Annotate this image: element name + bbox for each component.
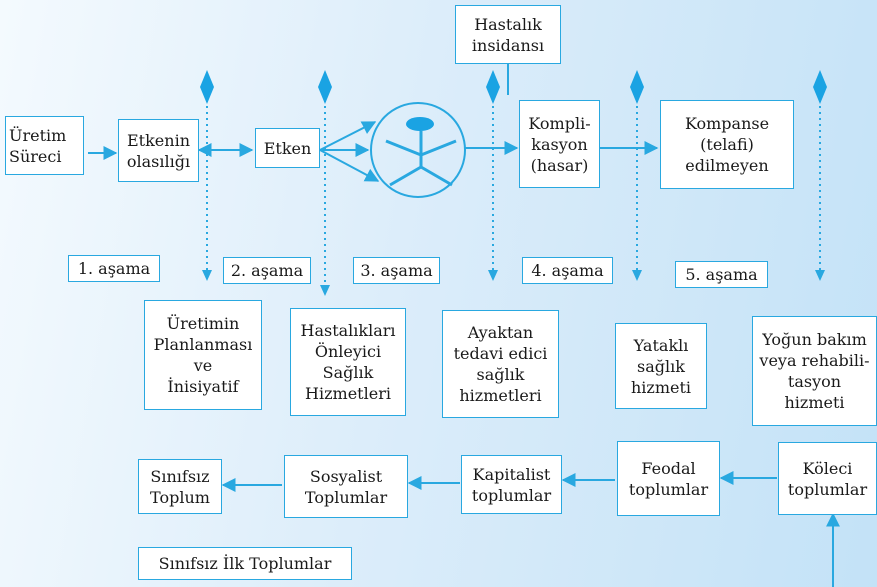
- society-box-feodal: Feodal toplumlar: [617, 441, 720, 516]
- arrow-etken-upper: [319, 121, 377, 151]
- diamond-marker-icon: [318, 70, 332, 104]
- guide-arrowhead-3: [488, 270, 498, 281]
- service-box-ayaktan: Ayaktan tedavi edici sağlık hizmetleri: [442, 310, 559, 418]
- etkenin-olasiligi-box: Etkenin olasılığı: [118, 119, 199, 182]
- stage-label-5: 5. aşama: [675, 261, 768, 288]
- komplikasyon-box: Kompli- kasyon (hasar): [519, 100, 600, 188]
- society-box-kapitalist: Kapitalist toplumlar: [461, 455, 562, 514]
- uretim-sureci-box: Üretim Süreci: [5, 116, 84, 175]
- guide-arrowhead-2: [320, 285, 330, 296]
- service-box-yatakli: Yataklı sağlık hizmeti: [615, 323, 707, 409]
- etken-box: Etken: [255, 128, 320, 168]
- guide-arrowhead-1: [202, 270, 212, 281]
- diamond-marker-icon: [813, 70, 827, 104]
- service-box-yogun-bakim: Yoğun bakım veya rehabili- tasyon hizmet…: [752, 316, 877, 426]
- diamond-marker-icon: [486, 70, 500, 104]
- society-box-sinifsiz-toplum: Sınıfsız Toplum: [138, 459, 222, 514]
- kompanse-box: Kompanse (telafi) edilmeyen: [660, 100, 794, 189]
- hastalik-insidansi-box: Hastalık insidansı: [455, 5, 561, 64]
- stage-label-4: 4. aşama: [522, 257, 613, 284]
- diamond-marker-icon: [200, 70, 214, 104]
- society-box-koleci: Köleci toplumlar: [778, 442, 877, 515]
- society-box-sosyalist: Sosyalist Toplumlar: [284, 455, 408, 518]
- stage-label-1: 1. aşama: [68, 255, 160, 282]
- service-box-uretimin-planlanmasi: Üretimin Planlanması ve İnisiyatif: [144, 300, 262, 410]
- society-box-sinifsiz-ilk: Sınıfsız İlk Toplumlar: [138, 547, 352, 580]
- stage-label-2: 2. aşama: [223, 257, 311, 284]
- diamond-marker-icon: [630, 70, 644, 104]
- guide-arrowhead-5: [815, 270, 825, 281]
- stage-label-3: 3. aşama: [353, 257, 440, 284]
- guide-arrowhead-4: [632, 270, 642, 281]
- service-box-onleyici: Hastalıkları Önleyici Sağlık Hizmetleri: [290, 308, 406, 416]
- arrow-etken-lower: [319, 149, 380, 182]
- person-in-circle-icon: [370, 102, 466, 198]
